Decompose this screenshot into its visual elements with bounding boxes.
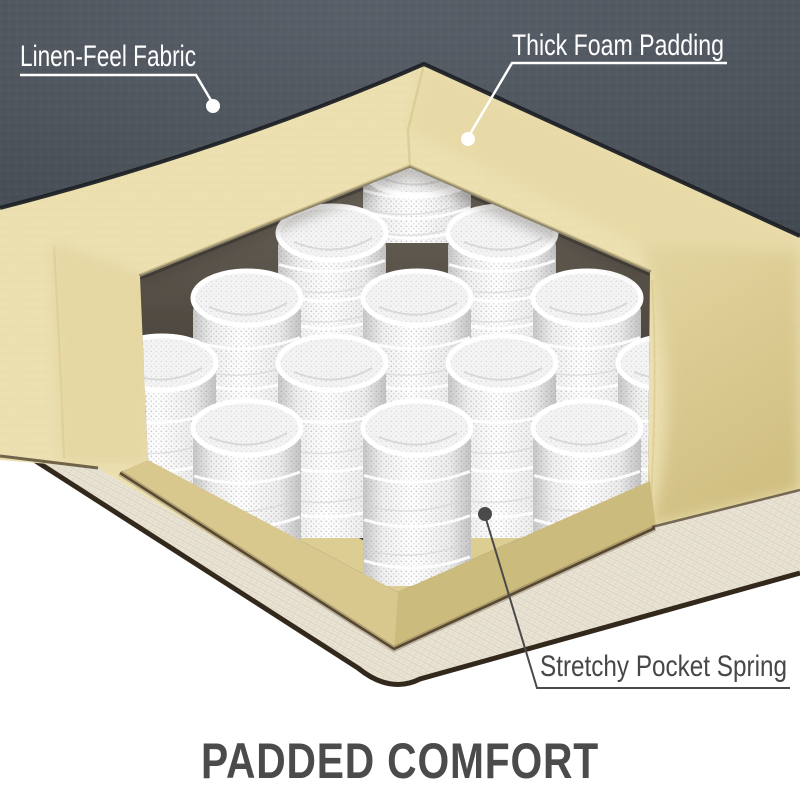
pad-front-left-face: [120, 460, 398, 648]
foam-right-outer-face: [640, 245, 800, 527]
foam-left-inner-face: [52, 243, 150, 462]
callout-label-foam: Thick Foam Padding: [512, 29, 724, 62]
pocket-spring: [275, 333, 389, 538]
callout-label-linen: Linen-Feel Fabric: [20, 40, 196, 73]
base-edge-piping: [26, 453, 800, 687]
pad-front-right-face: [394, 481, 656, 648]
fabric-cut-edge: [0, 61, 800, 238]
springs-overhang-shadow: [140, 168, 650, 284]
pocket-springs-group: [140, 168, 650, 588]
foam-corner-crease: [406, 64, 426, 169]
leader-line-spring: [485, 518, 790, 689]
callout-linen-feel-fabric: Linen-Feel Fabric: [20, 40, 220, 113]
leader-line-linen: [20, 73, 214, 103]
pocket-spring: [275, 203, 389, 338]
foam-base-pad: [0, 454, 800, 653]
leader-dot-foam: [461, 132, 475, 146]
leader-line-foam: [468, 61, 727, 135]
page-title: PADDED COMFORT: [201, 733, 599, 789]
leader-dot-spring: [478, 507, 492, 521]
callout-thick-foam-padding: Thick Foam Padding: [461, 29, 727, 146]
leader-dot-linen: [206, 99, 220, 113]
pocket-spring: [360, 398, 474, 586]
callout-stretchy-pocket-spring: Stretchy Pocket Spring: [478, 507, 790, 689]
callout-label-spring: Stretchy Pocket Spring: [540, 650, 787, 683]
